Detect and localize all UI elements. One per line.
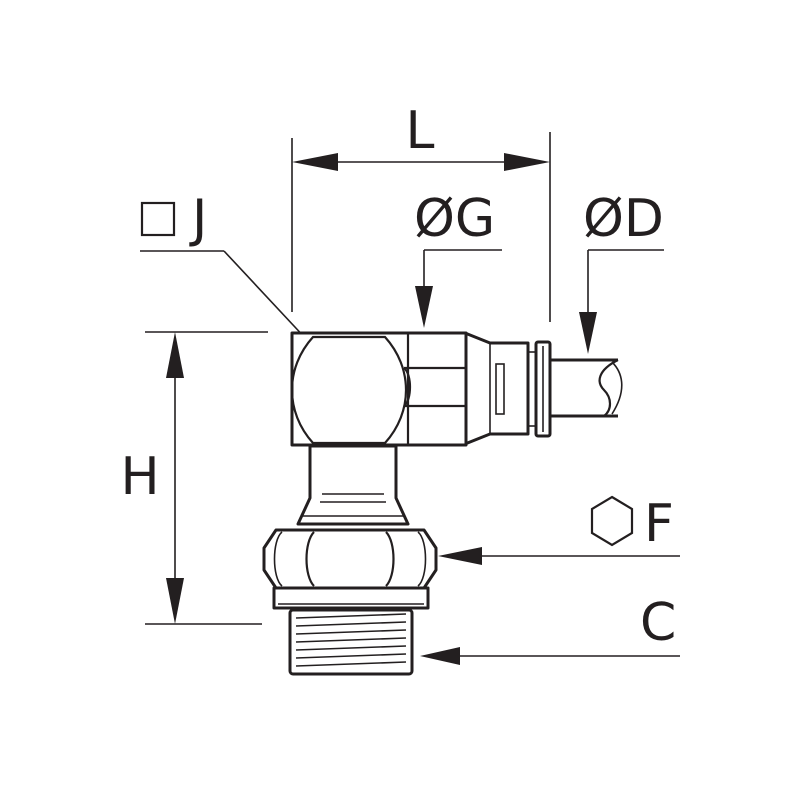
label-c: C	[640, 593, 676, 653]
callout-d: ØD	[579, 189, 664, 354]
label-h: H	[120, 447, 159, 507]
hex-nut	[262, 528, 438, 590]
dimension-h: H	[120, 331, 268, 625]
hexagon-icon	[590, 495, 634, 547]
tube	[548, 358, 623, 418]
square-icon	[140, 201, 176, 237]
neck	[296, 444, 410, 526]
callout-c: C	[420, 593, 680, 665]
banjo-ring	[290, 335, 408, 445]
dimension-l: L	[291, 101, 551, 322]
label-j: J	[189, 189, 207, 249]
callout-f: F	[438, 494, 680, 565]
thread-lines	[295, 613, 407, 667]
fitting-body	[262, 331, 623, 676]
label-d: ØD	[583, 189, 664, 249]
label-f: F	[644, 494, 674, 554]
label-g: ØG	[414, 189, 495, 249]
seal-washer	[272, 586, 430, 610]
label-l: L	[406, 101, 435, 161]
elbow-head	[290, 331, 468, 447]
threaded-stem	[288, 608, 414, 676]
callout-g: ØG	[414, 189, 502, 328]
